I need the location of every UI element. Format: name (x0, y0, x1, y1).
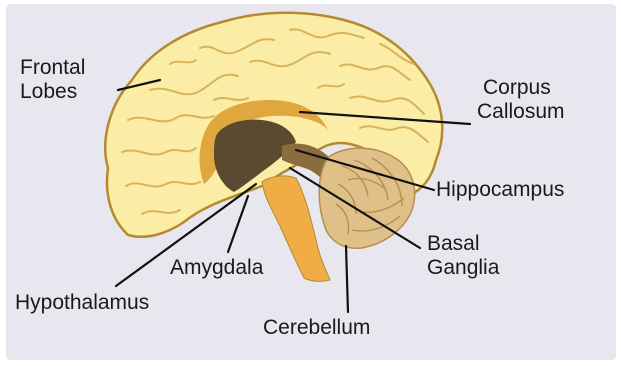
label-amygdala-line1: Amygdala (170, 256, 263, 280)
label-hypothalamus-line1: Hypothalamus (15, 291, 149, 315)
label-corpus-line2: Callosum (477, 100, 565, 124)
label-frontal-line1: Frontal (20, 56, 85, 80)
label-basal-line2: Ganglia (427, 256, 499, 280)
label-corpus-line1: Corpus (477, 76, 565, 100)
label-basal-ganglia: Basal Ganglia (427, 232, 499, 279)
label-hippocampus: Hippocampus (436, 178, 564, 202)
label-basal-line1: Basal (427, 232, 499, 256)
label-frontal-line2: Lobes (20, 80, 85, 104)
label-cerebellum: Cerebellum (263, 316, 370, 340)
label-cerebellum-line1: Cerebellum (263, 316, 370, 340)
label-frontal-lobes: Frontal Lobes (20, 56, 85, 103)
label-amygdala: Amygdala (170, 256, 263, 280)
label-corpus-callosum: Corpus Callosum (477, 76, 565, 123)
label-hippocampus-line1: Hippocampus (436, 178, 564, 202)
label-hypothalamus: Hypothalamus (15, 291, 149, 315)
